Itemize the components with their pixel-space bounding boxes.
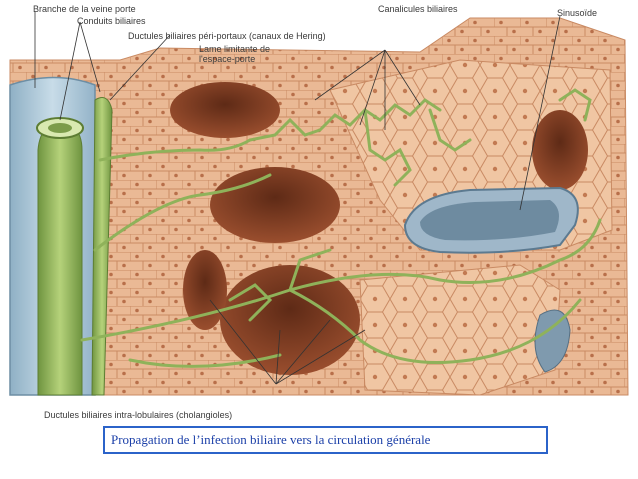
label-sinusoide: Sinusoïde [557,8,598,18]
leader-lines [34,12,561,385]
label-lame-limitante-2: l'espace-porte [199,54,256,64]
label-ductules-periportaux: Ductules biliaires péri-portaux (canaux … [128,31,326,41]
label-branche-veine-porte: Branche de la veine porte [33,4,136,14]
liver-lobule-illustration [9,12,629,396]
label-canalicules-biliaires: Canalicules biliaires [378,4,458,14]
caption-text: Propagation de l’infection biliaire vers… [105,428,546,452]
label-ductules-intralobulaires: Ductules biliaires intra-lobulaires (cho… [44,410,233,420]
label-conduits-biliaires: Conduits biliaires [77,16,146,26]
caption-box: Propagation de l’infection biliaire vers… [103,426,548,454]
label-lame-limitante-1: Lame limitante de [199,44,271,54]
